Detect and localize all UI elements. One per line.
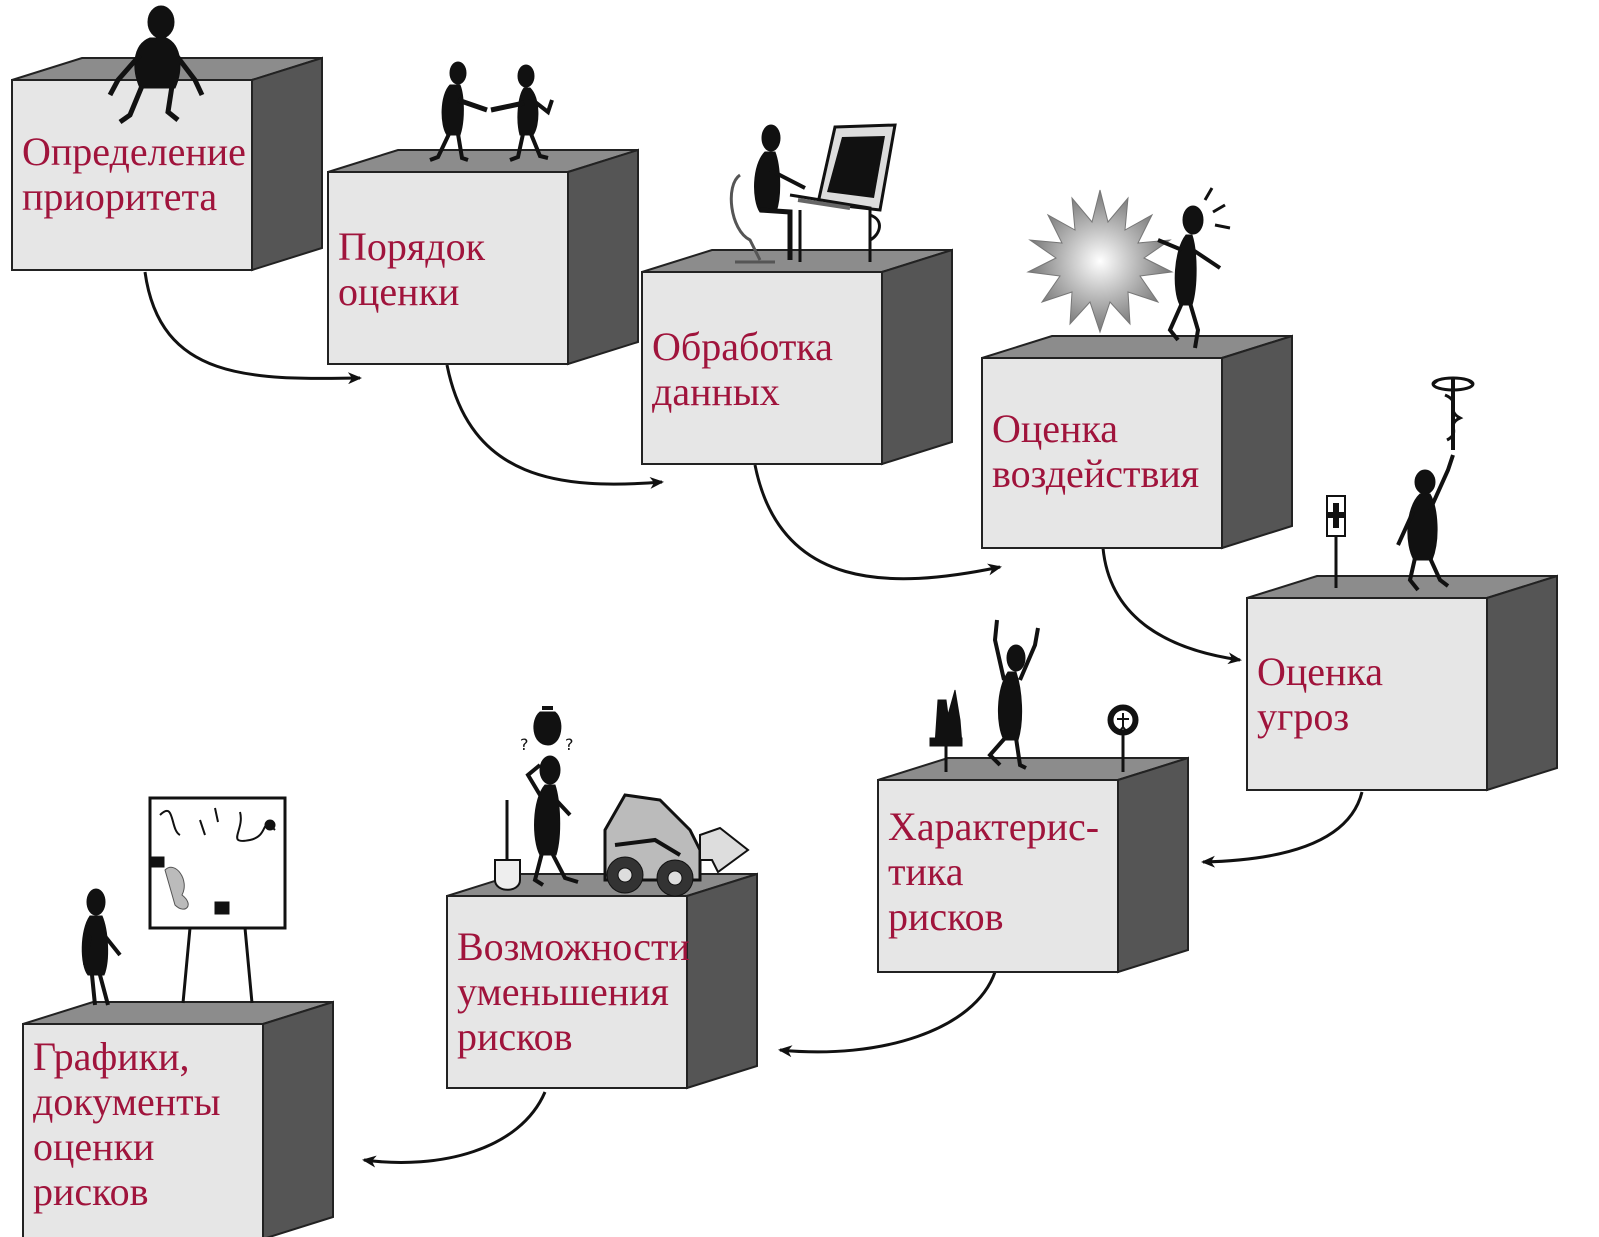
startled-person-icon: [1157, 187, 1231, 349]
presenter-person-icon: [81, 888, 122, 1006]
step-label-line: документы: [33, 1079, 221, 1124]
step-label-line: Порядок: [338, 224, 486, 269]
step-label-line: оценки: [33, 1124, 154, 1169]
box-side-face: [1221, 334, 1293, 550]
handshake-icon: [429, 61, 554, 162]
waving-person-icon: [1396, 454, 1455, 592]
step-label-line: Характерис-: [888, 804, 1099, 849]
step-label-line: рисков: [457, 1014, 572, 1059]
step-label-line: рисков: [888, 894, 1003, 939]
step-label-line: Оценка: [992, 406, 1118, 451]
box-side-face: [686, 872, 758, 1090]
sitting-person-icon: [107, 5, 205, 125]
arrow-step5-to-step6: [1201, 791, 1364, 868]
arrow-step3-to-step4: [753, 464, 1002, 581]
box-front-face: [1246, 597, 1488, 791]
money-bag-icon: ? ?: [520, 706, 574, 754]
step-label-line: угроз: [1257, 694, 1349, 739]
computer-user-icon: [729, 123, 897, 264]
icons: ? ?: [81, 5, 1475, 1006]
box-side-face: [251, 56, 323, 272]
step-label-line: Обработка: [652, 324, 833, 369]
arrow-step6-to-step7: [778, 971, 997, 1058]
dancing-person-icon: [987, 619, 1040, 770]
medical-caduceus-icon: [1431, 376, 1475, 450]
arrow-step4-to-step5: [1101, 547, 1242, 665]
svg-text:?: ?: [520, 735, 529, 754]
flow-arrows: [143, 271, 1364, 1168]
explosion-burst-icon: [1026, 189, 1174, 334]
step-label-line: приоритета: [22, 174, 217, 219]
factory-icon: [929, 689, 963, 772]
step-label-line: Оценка: [1257, 649, 1383, 694]
step-label-line: оценки: [338, 269, 459, 314]
svg-text:?: ?: [565, 735, 574, 754]
step-label-line: тика: [888, 849, 964, 894]
step-label-line: данных: [652, 369, 780, 414]
box-front-face: [11, 79, 253, 271]
step-label-line: Возможности: [457, 924, 690, 969]
box-front-face: [877, 779, 1119, 973]
step-label-line: уменьшения: [457, 969, 669, 1014]
box-front-face: [327, 171, 569, 365]
chart-easel-icon: [148, 796, 287, 1004]
box-front-face: [22, 1023, 264, 1237]
bulldozer-icon: [603, 793, 750, 897]
box-side-face: [1486, 574, 1558, 792]
step-label-line: Определение: [22, 129, 246, 174]
pedestrian-sign-icon: [1107, 704, 1139, 772]
box-front-face: [641, 271, 883, 465]
arrow-step2-to-step3: [445, 364, 664, 489]
box-side-face: [262, 1000, 334, 1237]
step-label-line: воздействия: [992, 451, 1199, 496]
step-label-line: Графики,: [33, 1034, 190, 1079]
box-side-face: [567, 148, 639, 366]
step-label-line: рисков: [33, 1169, 148, 1214]
box-front-face: [446, 895, 688, 1089]
thinking-person-icon: [525, 755, 579, 887]
first-aid-sign-icon: [1326, 495, 1346, 588]
arrow-step1-to-step2: [143, 271, 362, 385]
box-side-face: [1117, 756, 1189, 974]
shovel-icon: [494, 800, 521, 891]
box-front-face: [981, 357, 1223, 549]
arrow-step7-to-step8: [362, 1091, 547, 1168]
box-side-face: [881, 248, 953, 466]
